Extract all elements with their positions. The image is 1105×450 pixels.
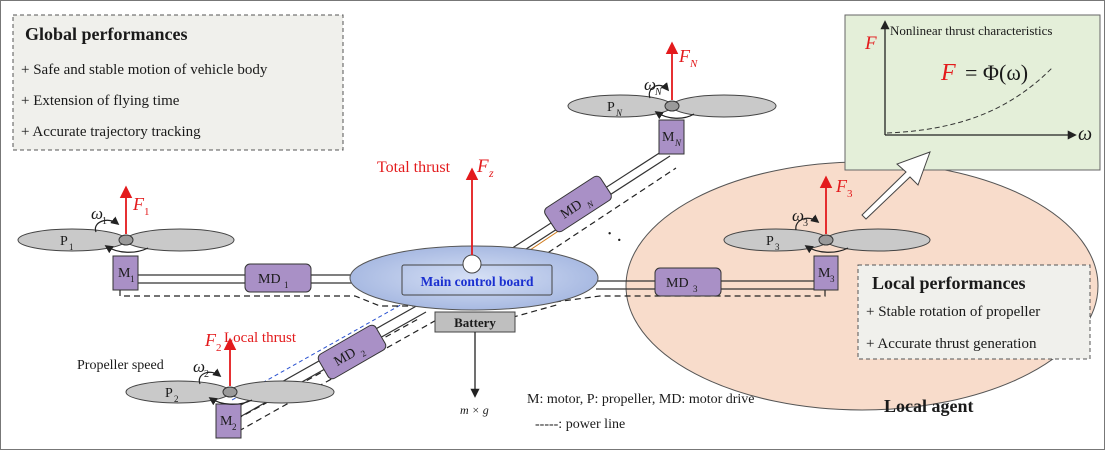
inset-equation-rhs: = Φ(ω) — [965, 60, 1028, 85]
propeller-sub: 3 — [775, 242, 780, 252]
legend-line-2: -----: power line — [535, 417, 625, 432]
gravity-label: m × g — [460, 403, 489, 417]
rotor-2: P 2 M 2 F 2 ω 2 — [125, 330, 335, 439]
rotation-arrow — [198, 368, 222, 385]
propeller-blade — [229, 380, 335, 404]
propeller-sub: 2 — [174, 394, 179, 404]
motor-drive-n: MD N — [544, 175, 612, 233]
local-thrust-label: Local thrust — [224, 330, 297, 346]
propeller-sub: 1 — [69, 242, 74, 252]
inset-x-label: ω — [1078, 123, 1092, 145]
propeller-sub: N — [615, 108, 623, 118]
main-control-board — [349, 245, 599, 311]
motor-sub: 1 — [130, 274, 135, 284]
inset-panel — [844, 14, 1101, 171]
inset-curve — [886, 67, 1053, 134]
propeller-label: P — [766, 234, 774, 249]
local-performances-box: Local performances + Stable rotation of … — [857, 264, 1091, 360]
global-performances-box: Global performances + Safe and stable mo… — [12, 14, 344, 151]
global-item: + Extension of flying time — [21, 93, 180, 109]
propeller-label: P — [60, 234, 68, 249]
thrust-sub: 1 — [144, 206, 150, 218]
center-of-mass-marker — [462, 254, 482, 274]
propeller-hub — [222, 386, 238, 398]
propeller-label: P — [165, 386, 173, 401]
thrust-sub: 2 — [216, 342, 222, 354]
omega-sub: N — [654, 87, 663, 98]
propeller-blade — [825, 228, 931, 252]
motor-drive-2: MD 2 — [317, 324, 387, 380]
rotation-arrow — [94, 216, 120, 233]
local-item: + Stable rotation of propeller — [866, 304, 1040, 320]
legend-line-1: M: motor, P: propeller, MD: motor drive — [527, 392, 755, 407]
thrust-symbol: F — [132, 194, 145, 214]
rotation-arrow-lower — [208, 397, 253, 406]
global-performances-title: Global performances — [25, 24, 187, 44]
svg-text:MD: MD — [666, 276, 689, 291]
motor-sub: N — [674, 138, 682, 148]
motor-label: M — [662, 130, 675, 145]
rotor-n: P N M N F N ω N — [567, 41, 777, 155]
omega-symbol: ω — [91, 204, 103, 223]
motor-sub: 3 — [830, 274, 835, 284]
propeller-label: P — [607, 100, 615, 115]
rotation-arrow-lower — [804, 245, 849, 254]
propeller-blade — [125, 228, 235, 252]
more-rotors-ellipsis: · · — [600, 223, 628, 252]
svg-text:MD: MD — [258, 272, 281, 287]
global-item: + Accurate trajectory tracking — [21, 124, 201, 140]
inset-title: Nonlinear thrust characteristics — [890, 23, 1052, 38]
propeller-blade — [671, 94, 777, 118]
propeller-hub — [118, 234, 134, 246]
rotation-arrow-lower — [654, 111, 695, 120]
total-thrust-label: Total thrust — [377, 159, 451, 176]
thrust-symbol: F — [204, 330, 217, 350]
omega-symbol: ω — [644, 75, 656, 94]
propeller-speed-label: Propeller speed — [77, 358, 164, 373]
total-thrust-sub: z — [488, 166, 494, 180]
svg-text:3: 3 — [693, 284, 698, 294]
thrust-sub: N — [689, 58, 698, 70]
motor-n — [658, 119, 685, 155]
motor-sub: 2 — [232, 422, 237, 432]
omega-symbol: ω — [193, 357, 205, 376]
local-item: + Accurate thrust generation — [866, 336, 1037, 352]
omega-symbol: ω — [792, 206, 804, 225]
rotation-arrow — [795, 214, 820, 231]
omega-sub: 1 — [102, 216, 107, 227]
zoom-arrow — [861, 151, 931, 220]
omega-sub: 2 — [204, 369, 209, 380]
motor-drive-1: MD 1 — [244, 263, 312, 293]
motor-3 — [813, 255, 839, 291]
thrust-symbol: F — [678, 46, 691, 66]
global-item: + Safe and stable motion of vehicle body — [21, 62, 268, 78]
omega-sub: 3 — [803, 218, 808, 229]
svg-text:2: 2 — [359, 348, 368, 359]
rotor-3: P 3 M 3 F 3 ω 3 — [723, 175, 931, 291]
motor-label: M — [818, 266, 831, 281]
main-board-label: Main control board — [420, 274, 533, 289]
inset-equation-lhs: F — [940, 60, 956, 86]
motor-1 — [112, 255, 139, 291]
propeller-hub — [818, 234, 834, 246]
thrust-symbol: F — [835, 176, 848, 196]
thrust-characteristics-inset: F ω Nonlinear thrust characteristics F =… — [844, 14, 1101, 171]
local-agent-label: Local agent — [884, 396, 974, 416]
rotor-1: P 1 M 1 F 1 ω 1 — [17, 185, 235, 291]
motor-label: M — [118, 266, 131, 281]
propeller-hub — [664, 100, 680, 112]
total-thrust-symbol: F — [476, 156, 489, 177]
rotation-arrow-lower — [104, 245, 149, 254]
motor-drive-3: MD 3 — [654, 267, 722, 297]
rotation-arrow — [648, 82, 670, 99]
thrust-sub: 3 — [847, 188, 853, 200]
svg-text:1: 1 — [284, 280, 289, 290]
inset-y-label: F — [864, 33, 877, 54]
local-performances-title: Local performances — [872, 273, 1025, 293]
motor-label: M — [220, 414, 233, 429]
battery-label: Battery — [454, 315, 496, 330]
